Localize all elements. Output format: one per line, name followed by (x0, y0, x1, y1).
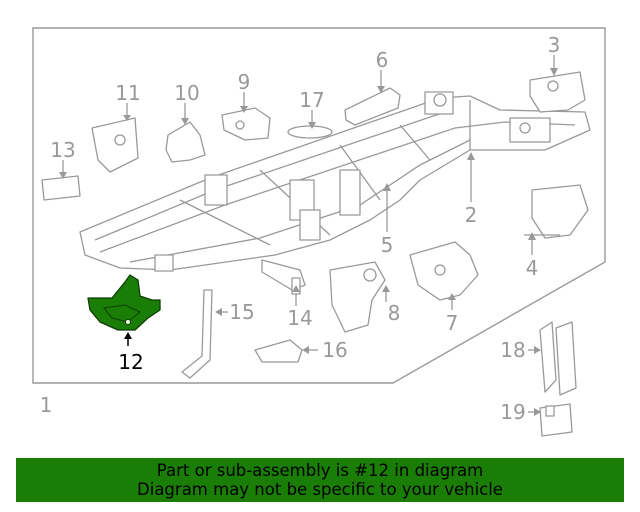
part-19-plate (528, 403, 573, 437)
callout-14: 14 (287, 306, 312, 330)
part-16-mount (254, 339, 318, 363)
part-18-plate (528, 321, 577, 396)
part-14-mount (261, 259, 306, 306)
part-9-mount (221, 92, 271, 141)
part-12-highlighted[interactable] (87, 274, 161, 346)
parts-diagram: 1 2 3 4 5 6 7 8 9 10 11 12 13 14 15 16 1… (32, 27, 606, 437)
callout-arrow-12 (124, 332, 132, 339)
assembly-boundary (32, 27, 606, 384)
part-7-bracket (409, 241, 479, 310)
banner-line-1: Part or sub-assembly is #12 in diagram (156, 461, 484, 480)
callout-7: 7 (446, 311, 459, 335)
frame-assembly (79, 91, 591, 272)
callout-13: 13 (50, 138, 75, 162)
callout-10: 10 (174, 81, 199, 105)
part-10-mount (165, 103, 206, 163)
callout-1: 1 (40, 393, 53, 417)
callout-3: 3 (548, 33, 561, 57)
banner-line-2: Diagram may not be specific to your vehi… (137, 480, 503, 499)
callout-17: 17 (299, 88, 324, 112)
callout-11: 11 (115, 81, 140, 105)
part-15-rod (181, 289, 228, 379)
part-3-bracket (529, 55, 586, 113)
part-8-shield (329, 261, 390, 333)
callout-9: 9 (238, 70, 251, 94)
callout-15: 15 (229, 300, 254, 324)
callout-12[interactable]: 12 (118, 350, 143, 374)
part-11-mount (91, 103, 139, 173)
callout-18: 18 (500, 338, 525, 362)
part-17-pad (287, 110, 333, 139)
callout-6: 6 (376, 48, 389, 72)
callout-4: 4 (526, 256, 539, 280)
callout-16: 16 (322, 338, 347, 362)
callout-19: 19 (500, 400, 525, 424)
part-13-bracket (41, 160, 81, 201)
callout-2: 2 (465, 203, 478, 227)
callout-8: 8 (388, 301, 401, 325)
callout-5: 5 (381, 233, 394, 257)
part-12-shape[interactable] (87, 274, 161, 331)
part-4-bracket (524, 184, 589, 255)
info-banner: Part or sub-assembly is #12 in diagram D… (16, 458, 624, 502)
part-6-bracket (344, 70, 401, 126)
